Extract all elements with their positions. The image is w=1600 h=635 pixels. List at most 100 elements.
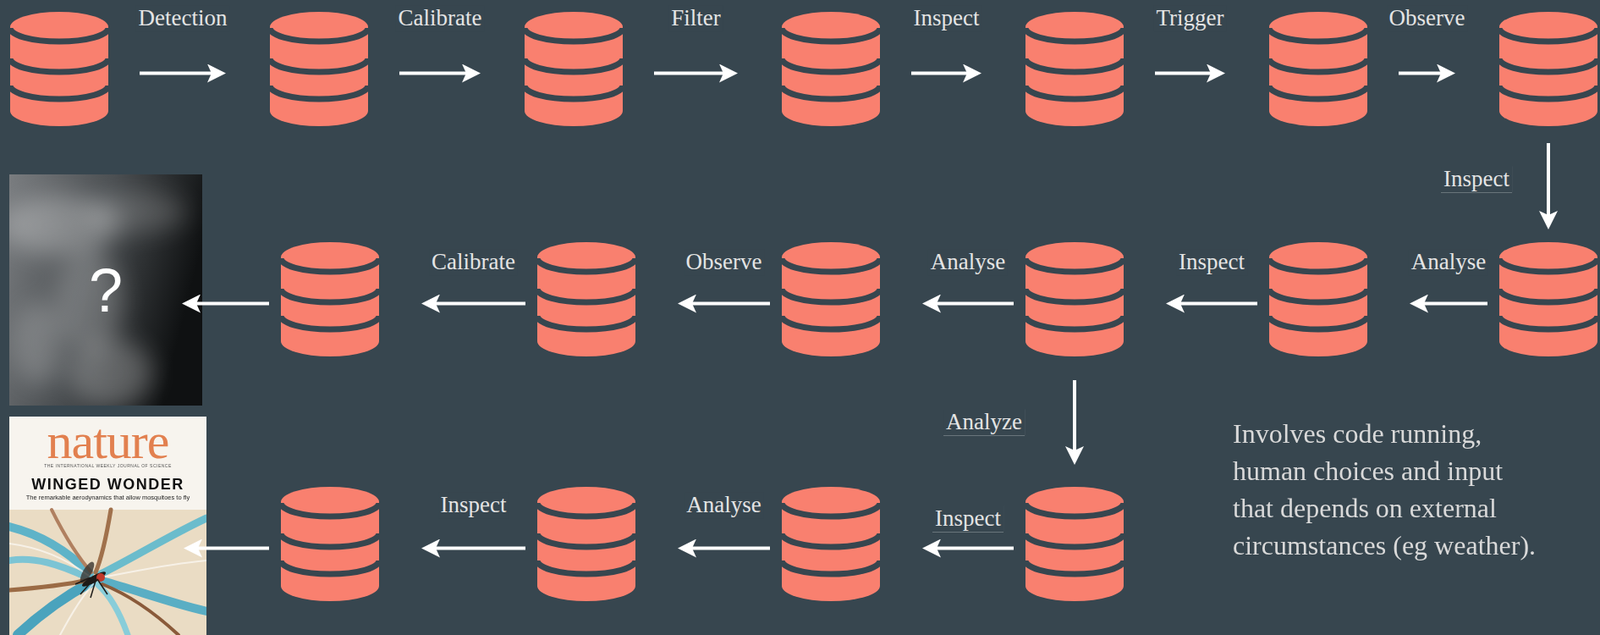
cylinder-stripe [10,58,109,72]
database-icon [1269,241,1368,357]
cylinder-stripe [1025,560,1124,574]
cylinder-shape [524,11,623,127]
database-icon [781,11,880,127]
flow-line [100,517,207,574]
cylinder-stripe [781,533,880,547]
flow-arrow [428,546,526,550]
cylinder-stripe [1499,27,1598,42]
flow-arrow [1398,71,1449,76]
flow-line [9,543,89,576]
cylinder-stripe [537,258,636,272]
cylinder-stripe [781,288,880,303]
cylinder-stripe [537,502,636,517]
cylinder-top [537,241,636,273]
step-label: Inspect [1440,165,1513,193]
smoke-cloud [85,191,187,234]
cylinder-shape [269,11,369,127]
flow-arrow [929,546,1014,550]
smoke-cloud [55,250,124,352]
cylinder-top [537,486,636,517]
cylinder-stripe [781,85,880,99]
database-icon [537,486,636,601]
cylinder-shape [1025,486,1124,601]
cylinder-stripe [269,27,369,42]
picture-ground [9,509,207,635]
database-icon [524,11,623,127]
cylinder-stripe [781,560,880,574]
cylinder-body [537,257,636,341]
cylinder-top [781,241,880,273]
cylinder-body [781,501,880,586]
flow-lines [9,509,207,635]
cylinder-stripe [1269,85,1368,99]
step-label: Detection [136,5,231,32]
flow-arrow [188,302,270,306]
database-icon [1025,486,1124,601]
cylinder-stripe [280,533,380,547]
flow-arrow [399,71,474,76]
flow-line [9,579,89,590]
flow-arrow [654,71,732,76]
cylinder-stripe [524,27,623,42]
cylinder-shape [1269,241,1368,357]
cylinder-stripe [280,258,380,272]
flow-line [102,583,179,635]
cylinder-stripe [524,58,623,72]
flow-arrow [1172,302,1258,306]
cylinder-shape [537,486,636,601]
cylinder-stripe [1025,502,1124,517]
cylinder-stripe [280,315,380,330]
cylinder-stripe [1269,315,1368,330]
cylinder-top [1269,11,1368,43]
step-label: Inspect [1176,248,1248,275]
cylinder-stripe [1025,288,1124,303]
cylinder-shape [781,241,880,357]
flow-arrow [684,302,770,306]
database-icon [781,486,880,601]
unknown-result-image: ? [9,174,203,406]
cylinder-shape [10,11,109,127]
smoke-cloud [68,339,154,406]
cylinder-stripe [1025,315,1124,330]
database-icon [537,241,636,357]
cylinder-body [1499,257,1598,341]
cylinder-stripe [1025,27,1124,42]
cylinder-stripe [781,502,880,517]
cylinder-body [1499,27,1598,111]
cylinder-stripe [280,288,380,303]
cylinder-shape [280,241,380,357]
cylinder-top [781,11,880,43]
note-text: Involves code running, human choices and… [1232,414,1546,564]
cylinder-top [1499,241,1598,273]
cylinder-body [1269,27,1368,111]
flow-arrow [1072,379,1077,458]
flow-arrow [1546,142,1551,223]
cover-paper [9,416,207,635]
cylinder-stripe [1499,288,1598,303]
cylinder-stripe [1269,27,1368,42]
cylinder-top [1025,486,1124,517]
cylinder-stripe [537,533,636,547]
cylinder-stripe [1025,258,1124,272]
cylinder-body [781,257,880,341]
flow-line [60,583,94,635]
cylinder-body [781,27,880,111]
cylinder-body [1025,27,1124,111]
cylinder-top [280,241,380,273]
cylinder-stripe [1499,58,1598,72]
database-icon [1025,241,1124,357]
cylinder-shape [1025,241,1124,357]
journal-cover: natureTHE INTERNATIONAL WEEKLY JOURNAL O… [9,416,207,635]
journal-tagline: THE INTERNATIONAL WEEKLY JOURNAL OF SCIE… [43,462,172,469]
flow-line [9,559,88,578]
cylinder-stripe [1269,258,1368,272]
step-label: Analyse [928,248,1008,275]
flow-arrow [139,71,220,76]
smoke-cloud [13,301,65,386]
database-icon [1269,11,1368,127]
cylinder-stripe [1269,58,1368,72]
cylinder-shape [280,486,380,601]
smoke-clouds [9,191,187,406]
mosquito [75,559,108,598]
